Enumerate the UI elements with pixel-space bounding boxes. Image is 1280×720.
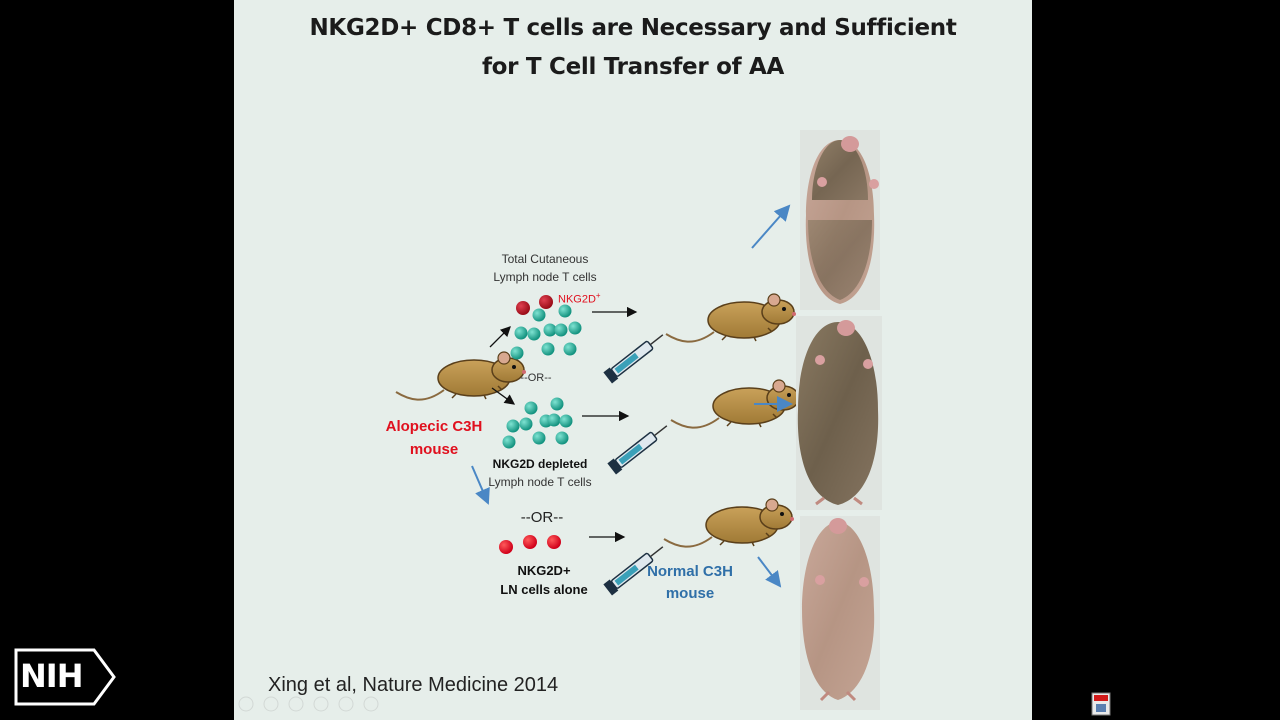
or-separator-1: --OR-- — [520, 372, 552, 384]
diagram-graphics — [238, 130, 882, 712]
arrow-to-depleted — [491, 387, 516, 405]
alone-label-line1: NKG2D+ — [517, 563, 571, 578]
slideshow-controls[interactable] — [238, 696, 379, 712]
recipient-label-line1: Normal C3H — [647, 563, 733, 580]
nih-logo — [14, 648, 116, 706]
depleted-label-line2: Lymph node T cells — [488, 475, 592, 489]
outcome-arrow-3 — [757, 556, 782, 588]
recipient-label-line2: mouse — [665, 585, 715, 602]
corner-badge-icon[interactable] — [1091, 692, 1111, 716]
depleted-label-line1: NKG2D depleted — [492, 457, 588, 471]
arrow-to-alone — [471, 465, 490, 505]
outcome-photo-3 — [800, 516, 880, 710]
alone-label-line2: LN cells alone — [500, 582, 588, 597]
outcome-photo-1 — [800, 130, 880, 310]
nih-logo-text: NIH — [20, 657, 83, 695]
depleted-cells-cluster — [502, 397, 573, 449]
outcome-photo-2 — [796, 316, 882, 510]
slide-title-line2: for T Cell Transfer of AA — [481, 54, 785, 80]
outcome-arrow-1 — [751, 204, 791, 249]
citation: Xing et al, Nature Medicine 2014 — [268, 674, 559, 696]
arrow-to-total — [489, 326, 511, 348]
syringe-2 — [606, 419, 672, 476]
total-cells-cluster — [510, 295, 582, 360]
nkg2d-positive-marker: NKG2D+ — [558, 291, 601, 306]
syringe-1 — [602, 328, 668, 385]
recipient-mouse-3 — [663, 498, 795, 548]
total-label-line1: Total Cutaneous — [501, 252, 589, 266]
source-label-line1: Alopecic C3H — [385, 418, 483, 435]
source-label-line2: mouse — [409, 441, 459, 458]
slide: NKG2D+ CD8+ T cells are Necessary and Su… — [234, 0, 1032, 720]
or-separator-2: --OR-- — [520, 509, 564, 526]
recipient-mouse-1 — [665, 293, 797, 343]
total-label-line2: Lymph node T cells — [493, 270, 597, 284]
nkg2d-positive-cells — [499, 535, 561, 554]
slide-title-line1: NKG2D+ CD8+ T cells are Necessary and Su… — [309, 15, 957, 41]
